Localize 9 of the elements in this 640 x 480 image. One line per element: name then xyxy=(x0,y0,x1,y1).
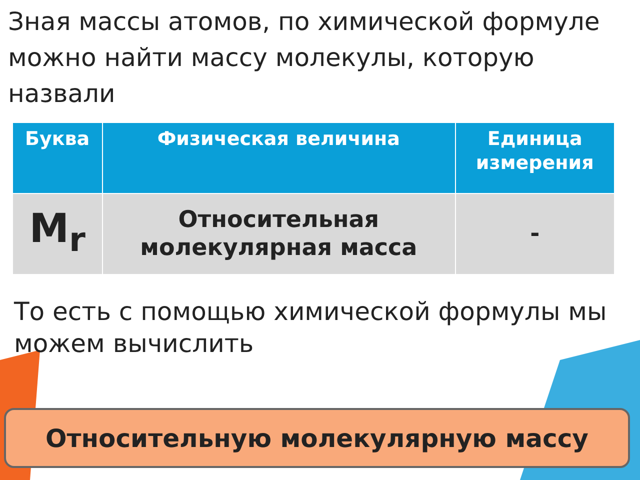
column-header: Буква xyxy=(12,122,102,194)
answer-banner: Относительную молекулярную массу xyxy=(4,408,630,468)
heading-text: Зная массы атомов, по химической формуле можно найти массу молекулы, которую назвали xyxy=(8,6,601,110)
sentence-text: То есть с помощью химической формулы мы можем вычислить xyxy=(14,296,608,360)
table-data: - xyxy=(455,194,614,274)
column-header: Единица измерения xyxy=(455,122,614,194)
table-data: Относительная молекулярная масса xyxy=(102,194,456,274)
table-data: M$_{r}$ xyxy=(12,194,102,274)
column-header: Физическая величина xyxy=(102,122,456,194)
